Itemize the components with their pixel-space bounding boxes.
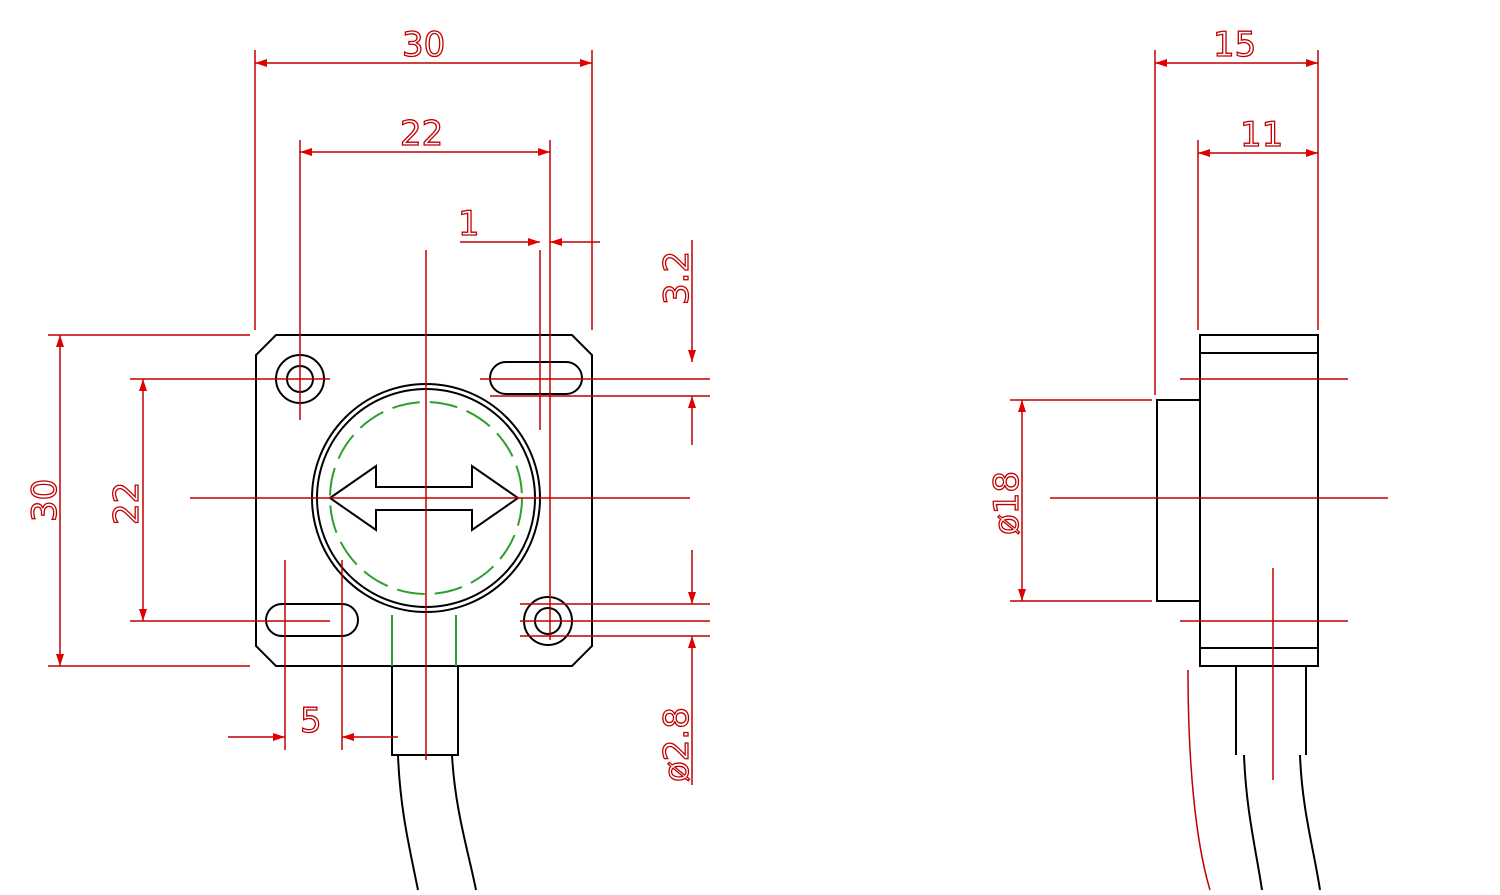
dim-width-30: 30 <box>402 25 445 65</box>
dim-boss-diameter: ø18 <box>987 471 1027 535</box>
side-view <box>1156 334 1321 891</box>
dim-height-30: 30 <box>25 479 65 522</box>
dim-hole-spacing-y-22: 22 <box>107 482 147 525</box>
dim-body-depth-11: 11 <box>1240 115 1283 155</box>
dim-slot-width-3-2: 3.2 <box>657 251 697 305</box>
side-centerlines <box>1010 50 1388 891</box>
side-dimensions: 15 11 ø18 <box>986 24 1318 601</box>
dim-hole-spacing-22: 22 <box>400 114 443 154</box>
dim-slot-length-5: 5 <box>300 701 322 741</box>
dim-hole-diameter: ø2.8 <box>657 707 697 782</box>
front-view <box>255 334 593 891</box>
centerlines <box>48 50 710 760</box>
dim-depth-15: 15 <box>1213 25 1256 65</box>
dim-slot-offset-1: 1 <box>458 204 480 244</box>
front-dimensions: 30 22 1 3.2 30 22 5 ø2.8 <box>24 24 698 785</box>
